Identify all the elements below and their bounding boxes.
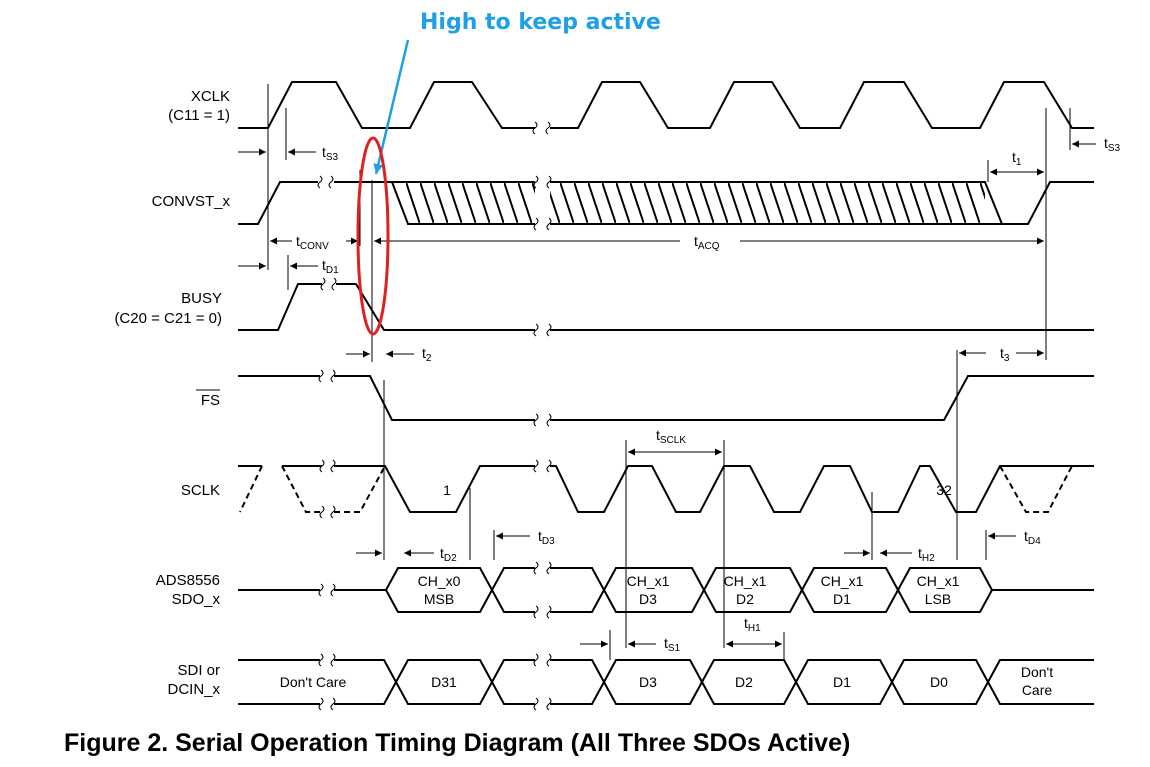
sdo-cell-lsb-line2: LSB (925, 591, 951, 607)
sdi-cell-dont-care-end-line1: Don't (1021, 664, 1053, 680)
ts3-left-label: tS3 (322, 144, 339, 163)
convst-waveform (238, 175, 1094, 231)
th1-label: tH1 (744, 615, 761, 634)
sdo-cell-d3-line2: D3 (639, 591, 657, 607)
sdo-cell-d1-line1: CH_x1 (821, 573, 864, 589)
dcin-label: DCIN_x (167, 681, 220, 698)
timing-labels: tS3 tS3 t1 tCONV tACQ tD1 t2 t3 tSCLK tD… (296, 135, 1121, 654)
t3-label: t3 (1000, 345, 1010, 364)
sclk-label: SCLK (181, 482, 220, 499)
t2-label: t2 (422, 345, 432, 364)
sdo-waveform: CH_x0 MSB CH_x1 D3 CH_x1 D2 CH_x1 D1 CH_… (238, 561, 1094, 619)
ts3-right-label: tS3 (1104, 135, 1121, 154)
sdo-cell-d3-line1: CH_x1 (627, 573, 670, 589)
xclk-waveform (238, 81, 1094, 135)
sdi-cell-d31: D31 (431, 674, 457, 690)
td2-label: tD2 (440, 545, 457, 564)
sdo-cell-msb-line1: CH_x0 (418, 573, 461, 589)
sdi-cell-dont-care: Don't Care (280, 674, 347, 690)
tsclk-label: tSCLK (656, 427, 686, 446)
sdi-cell-d2: D2 (735, 674, 753, 690)
busy-waveform (238, 277, 1094, 337)
sdi-waveform: Don't Care D31 D3 D2 D1 D0 Don't Care (238, 653, 1094, 711)
sdo-cell-msb-line2: MSB (424, 591, 454, 607)
sdo-chip-label: ADS8556 (156, 572, 220, 589)
sdo-cell-d1-line2: D1 (833, 591, 851, 607)
annotation-overlay (356, 39, 410, 336)
timing-arrows (238, 140, 1096, 648)
figure-caption: Figure 2. Serial Operation Timing Diagra… (64, 729, 851, 757)
busy-config-label: (C20 = C21 = 0) (114, 310, 222, 327)
sdi-cell-dont-care-end-line2: Care (1022, 682, 1053, 698)
sdo-label: SDO_x (172, 591, 221, 608)
sdi-cell-d3: D3 (639, 674, 657, 690)
convst-label: CONVST_x (152, 193, 231, 210)
sdi-cell-d1: D1 (833, 674, 851, 690)
sclk-last-pulse-label: 32 (936, 482, 952, 498)
ts1-label: tS1 (664, 635, 681, 654)
sdo-cell-d2-line1: CH_x1 (724, 573, 767, 589)
tconv-label: tCONV (296, 233, 329, 252)
xclk-label: XCLK (191, 88, 230, 105)
sdo-cell-d2-line2: D2 (736, 591, 754, 607)
busy-label: BUSY (181, 290, 222, 307)
t1-label: t1 (1012, 149, 1022, 168)
annotation-text: High to keep active (420, 10, 661, 35)
fs-waveform (238, 369, 1094, 427)
highlight-ellipse (356, 136, 390, 336)
fs-label: FS (201, 392, 220, 409)
sdo-cell-lsb-line1: CH_x1 (917, 573, 960, 589)
td3-label: tD3 (538, 528, 555, 547)
sdi-cell-d0: D0 (930, 674, 948, 690)
th2-label: tH2 (918, 545, 935, 564)
td1-label: tD1 (322, 257, 339, 276)
xclk-config-label: (C11 = 1) (168, 107, 230, 124)
sclk-first-pulse-label: 1 (443, 482, 451, 498)
reference-lines (267, 84, 1071, 660)
sdi-label: SDI or (177, 662, 220, 679)
td4-label: tD4 (1024, 528, 1041, 547)
sclk-waveform: 1 32 (238, 459, 1094, 519)
tacq-label: tACQ (694, 233, 720, 252)
